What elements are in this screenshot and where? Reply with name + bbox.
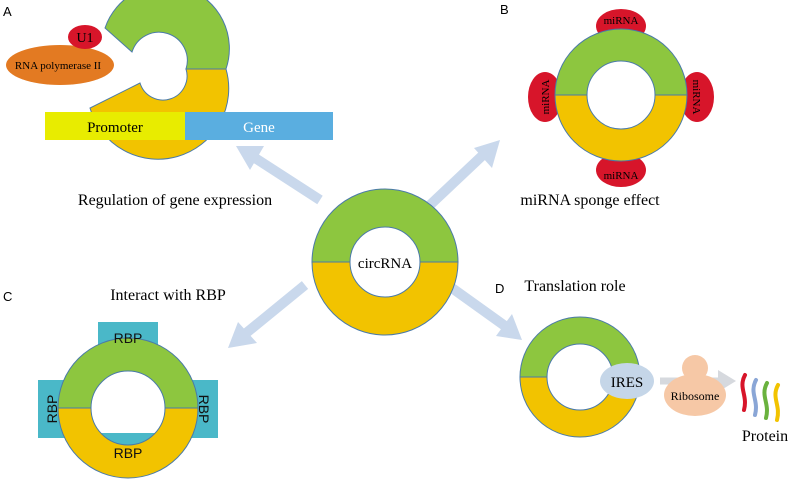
rbp-left-label: RBP bbox=[44, 395, 60, 424]
promoter-label: Promoter bbox=[87, 120, 143, 136]
panel-d-letter: D bbox=[495, 281, 504, 296]
protein-label: Protein bbox=[742, 428, 788, 445]
gene-label: Gene bbox=[243, 120, 275, 136]
panel-a-ring-top bbox=[104, 0, 230, 70]
promoter-block bbox=[45, 112, 185, 140]
ribosome-label: Ribosome bbox=[671, 389, 720, 403]
mirna-left-label: miRNA bbox=[540, 80, 552, 115]
mirna-bottom-label: miRNA bbox=[604, 170, 639, 182]
arrow-to-c bbox=[228, 281, 309, 348]
panel-c-ring-bottom bbox=[57, 407, 199, 479]
mirna-right-shape bbox=[680, 72, 714, 122]
ires-label: IRES bbox=[611, 375, 644, 391]
arrow-to-a bbox=[236, 146, 323, 205]
rna-polymerase-shape bbox=[6, 45, 114, 85]
arrow-to-b bbox=[426, 140, 500, 209]
panel-c-letter: C bbox=[3, 289, 12, 304]
ribosome-large-subunit bbox=[664, 374, 726, 416]
gene-block bbox=[185, 112, 333, 140]
panel-c: C Interact with RBP RBP RBP RBP RBP bbox=[3, 287, 226, 479]
rna-polymerase-label: RNA polymerase II bbox=[15, 60, 101, 72]
u1-shape bbox=[68, 25, 102, 49]
panel-d-ring-top bbox=[519, 316, 641, 378]
mirna-top-label: miRNA bbox=[604, 15, 639, 27]
center-label: circRNA bbox=[358, 256, 412, 272]
panel-b-ring-top bbox=[554, 28, 688, 96]
protein-strands-icon bbox=[740, 373, 780, 422]
rbp-bottom-label: RBP bbox=[114, 445, 143, 461]
mirna-right-label: miRNA bbox=[690, 80, 702, 115]
panel-a-caption: Regulation of gene expression bbox=[78, 192, 272, 209]
panel-b-caption: miRNA sponge effect bbox=[520, 192, 660, 209]
panel-c-ring-top bbox=[57, 337, 199, 409]
ires-shape bbox=[600, 363, 654, 399]
panel-b: B miRNA miRNA miRNA miRNA miRNA sponge e… bbox=[500, 2, 714, 209]
u1-label: U1 bbox=[76, 31, 93, 46]
rbp-top-label: RBP bbox=[114, 330, 143, 346]
panel-b-ring-bottom bbox=[554, 94, 688, 162]
panel-a-letter: A bbox=[3, 4, 12, 19]
panel-a: A RNA polymerase II U1 Promoter Gene Reg… bbox=[3, 0, 333, 209]
panel-c-caption: Interact with RBP bbox=[110, 287, 226, 304]
rbp-right-label: RBP bbox=[196, 395, 212, 424]
panel-b-letter: B bbox=[500, 2, 509, 17]
mirna-left-shape bbox=[528, 72, 562, 122]
arrow-to-d bbox=[442, 278, 522, 340]
mirna-bottom-shape bbox=[596, 153, 646, 187]
panel-d: D Translation role Ribosome IRES Protein bbox=[495, 278, 788, 445]
center-circrna-ring: circRNA bbox=[311, 188, 459, 336]
panel-d-caption: Translation role bbox=[524, 278, 625, 295]
